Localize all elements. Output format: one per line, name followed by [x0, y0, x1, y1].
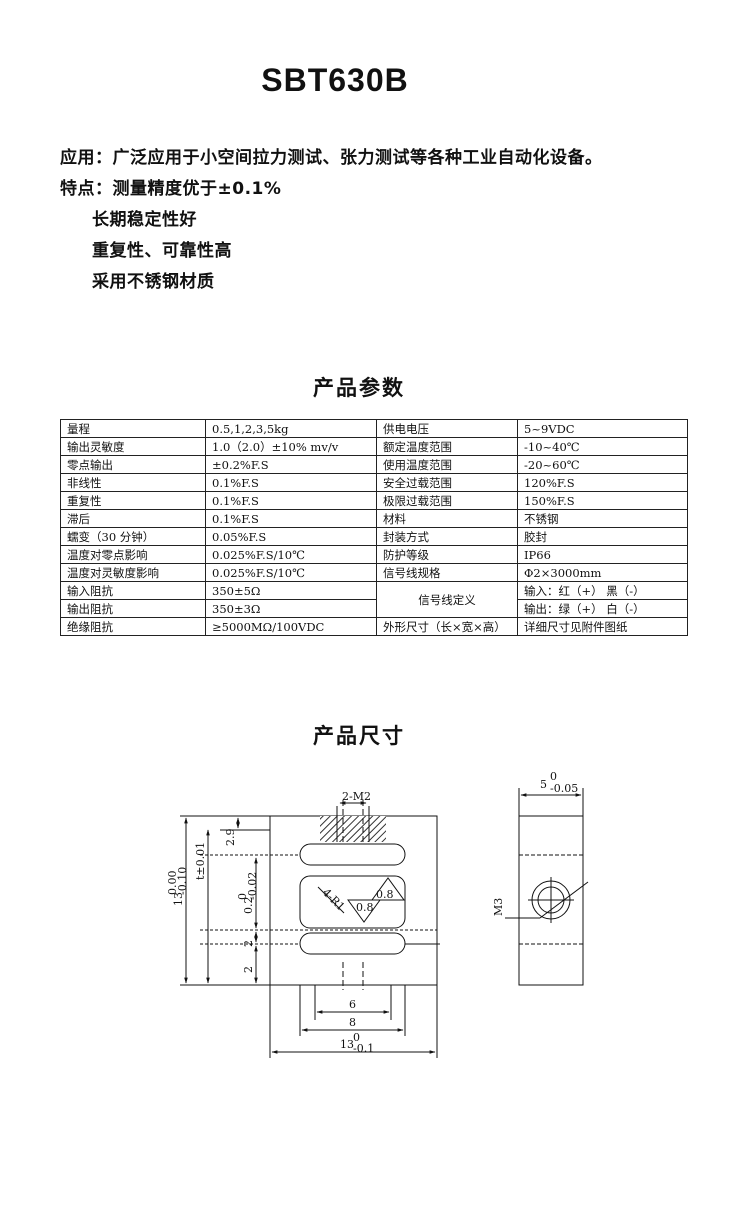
dim-label: 0.8 — [376, 888, 394, 901]
param-label: 零点输出 — [60, 455, 206, 474]
param-value: 输出：绿（+） 白（-） — [517, 599, 688, 618]
table-row: 绝缘阻抗 ≥5000MΩ/100VDC 外形尺寸（长×宽×高） 详细尺寸见附件图… — [60, 617, 688, 636]
params-table: 量程 0.5,1,2,3,5kg 供电电压 5~9VDC 输出灵敏度 1.0（2… — [60, 419, 688, 636]
bottom-slot — [299, 932, 406, 955]
application-text: 应用：广泛应用于小空间拉力测试、张力测试等各种工业自动化设备。 — [60, 148, 603, 168]
param-value: 输入：红（+） 黑（-） — [517, 581, 688, 600]
dim-label: 2-M2 — [342, 790, 371, 803]
param-value: 150%F.S — [517, 491, 688, 510]
dim-label: 0 — [236, 893, 249, 900]
param-label: 防护等级 — [376, 545, 518, 564]
front-view-labels: 2-M2 13 0.00 -0.10 t±0.01 2.9 0.2 0 -0.0… — [166, 790, 394, 1055]
dim-label: 0.2 — [242, 897, 255, 915]
param-value: 0.5,1,2,3,5kg — [205, 419, 377, 438]
dim-label: 2 — [242, 940, 255, 947]
param-value: ≥5000MΩ/100VDC — [205, 617, 377, 636]
table-row: 输出阻抗 350±3Ω 输出：绿（+） 白（-） — [60, 599, 688, 618]
param-value: 0.025%F.S/10℃ — [205, 545, 377, 564]
dim-label: 6 — [349, 998, 356, 1011]
feature-item: 采用不锈钢材质 — [92, 272, 215, 292]
param-label: 输出灵敏度 — [60, 437, 206, 456]
param-value: Φ2×3000mm — [517, 563, 688, 582]
table-row: 输入阻抗 350±5Ω 信号线定义 输入：红（+） 黑（-） — [60, 581, 688, 618]
product-title: SBT630B — [261, 62, 409, 98]
table-row: 重复性 0.1%F.S 极限过载范围 150%F.S — [60, 491, 688, 510]
dim-label: -0.02 — [246, 872, 259, 900]
front-view — [180, 800, 440, 1058]
param-label: 安全过载范围 — [376, 473, 518, 492]
dim-label: 0 — [353, 1031, 360, 1044]
features-label: 特点：测量精度优于±0.1% — [60, 179, 282, 199]
dim-label: 4-R1 — [320, 886, 348, 914]
param-value: 0.1%F.S — [205, 491, 377, 510]
dim-label: 0 — [550, 770, 557, 783]
dim-label: t±0.01 — [194, 842, 207, 880]
top-slot — [299, 843, 406, 866]
dim-label: M3 — [492, 898, 505, 916]
dim-label: 2.9 — [224, 829, 237, 847]
dims-heading: 产品尺寸 — [313, 724, 405, 748]
thread-hatch — [320, 816, 386, 842]
param-label: 外形尺寸（长×宽×高） — [376, 617, 518, 636]
param-label: 材料 — [376, 509, 518, 528]
table-row: 蠕变（30 分钟） 0.05%F.S 封装方式 胶封 — [60, 527, 688, 546]
side-view-labels: 5 0 -0.05 M3 — [492, 770, 578, 916]
dim-label: 13 — [340, 1038, 354, 1051]
dim-label: 8 — [349, 1016, 356, 1029]
table-row: 非线性 0.1%F.S 安全过载范围 120%F.S — [60, 473, 688, 492]
param-label: 输出阻抗 — [60, 599, 206, 618]
param-value: ±0.2%F.S — [205, 455, 377, 474]
table-row: 零点输出 ±0.2%F.S 使用温度范围 -20~60℃ — [60, 455, 688, 474]
feature-item: 长期稳定性好 — [92, 210, 197, 230]
dim-label: -0.10 — [176, 867, 189, 895]
dim-label: 5 — [540, 778, 547, 791]
param-value: 详细尺寸见附件图纸 — [517, 617, 688, 636]
dim-label: -0.05 — [550, 782, 578, 795]
params-heading: 产品参数 — [313, 376, 405, 400]
dim-label: 2 — [242, 966, 255, 973]
param-value: 1.0（2.0）±10% mv/v — [205, 437, 377, 456]
side-outline — [518, 815, 584, 986]
dim-label: 13 — [172, 892, 185, 906]
param-value: 120%F.S — [517, 473, 688, 492]
param-value: 0.1%F.S — [205, 473, 377, 492]
side-view — [505, 788, 589, 986]
dim-label: 0.00 — [166, 871, 179, 896]
center-window — [299, 875, 406, 929]
table-row: 输出灵敏度 1.0（2.0）±10% mv/v 额定温度范围 -10~40℃ — [60, 437, 688, 456]
dim-label: -0.1 — [353, 1042, 374, 1055]
param-label: 蠕变（30 分钟） — [60, 527, 206, 546]
dim-label: 0.8 — [356, 901, 374, 914]
feature-item: 重复性、可靠性高 — [92, 241, 232, 261]
table-row: 温度对零点影响 0.025%F.S/10℃ 防护等级 IP66 — [60, 545, 688, 564]
param-value: 5~9VDC — [517, 419, 688, 438]
